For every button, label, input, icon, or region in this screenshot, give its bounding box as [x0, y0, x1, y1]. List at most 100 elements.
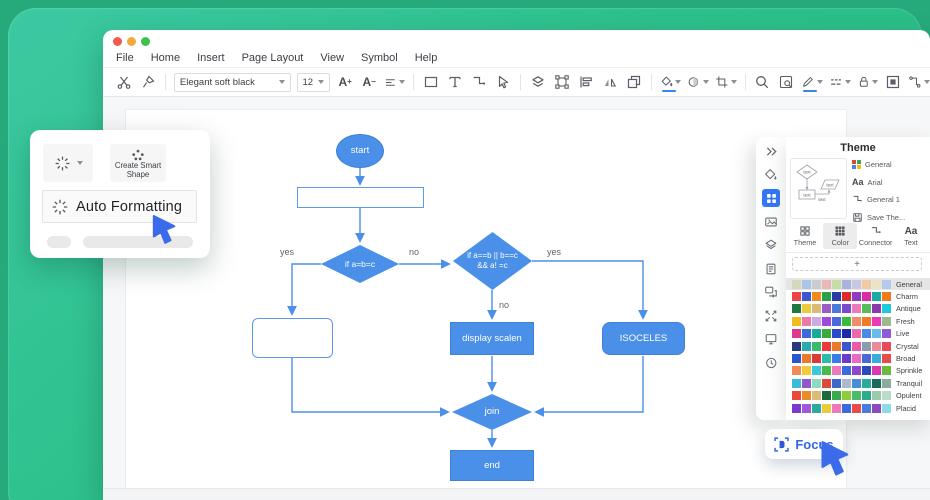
color-swatch: [842, 391, 851, 401]
frame-icon[interactable]: [884, 71, 902, 93]
color-swatch: [842, 354, 851, 364]
menu-page-layout[interactable]: Page Layout: [241, 51, 304, 64]
palette-name: Sprinkle: [896, 366, 923, 376]
theme-connector-row[interactable]: General 1: [852, 193, 928, 206]
color-swatch: [862, 279, 871, 289]
menu-file[interactable]: File: [116, 51, 134, 64]
color-swatch: [882, 329, 891, 339]
theme-font-row[interactable]: Aa Arial: [852, 177, 883, 187]
color-swatch: [872, 304, 881, 314]
palette-row-opulent[interactable]: Opulent: [786, 390, 930, 402]
color-swatch: [842, 378, 851, 388]
palette-row-general[interactable]: General: [786, 278, 930, 291]
color-swatch: [852, 391, 861, 401]
line-color-icon[interactable]: [801, 71, 824, 93]
tab-connector[interactable]: Connector: [859, 223, 893, 249]
color-swatch: [862, 304, 871, 314]
auto-formatting-button[interactable]: Auto Formatting: [42, 190, 197, 223]
fill-style-icon[interactable]: [762, 166, 780, 184]
palette-row-tranquil[interactable]: Tranquil: [786, 377, 930, 389]
focus-button[interactable]: Focus: [765, 429, 843, 459]
menu-home[interactable]: Home: [150, 51, 181, 64]
increase-font-icon[interactable]: A+: [338, 75, 352, 89]
color-swatch: [872, 366, 881, 376]
flip-icon[interactable]: [601, 71, 619, 93]
color-swatch: [802, 391, 811, 401]
auto-format-dropdown-button[interactable]: [43, 144, 93, 182]
zoom-window-button[interactable]: [141, 37, 150, 46]
cut-icon[interactable]: [115, 71, 133, 93]
picture-panel-icon[interactable]: [762, 213, 780, 231]
group-icon[interactable]: [553, 71, 571, 93]
shape-rectangle-icon[interactable]: [422, 71, 440, 93]
color-swatch: [792, 292, 801, 302]
palette-row-antique[interactable]: Antique: [786, 303, 930, 315]
collapse-panel-icon[interactable]: [762, 142, 780, 160]
text-align-icon[interactable]: [384, 71, 405, 93]
color-swatch: [822, 279, 831, 289]
tab-color[interactable]: Color: [823, 223, 858, 249]
add-color-scheme-button[interactable]: +: [792, 257, 922, 271]
color-swatch: [862, 391, 871, 401]
notes-panel-icon[interactable]: [762, 260, 780, 278]
toolbar-separator: [650, 74, 652, 90]
line-style-icon[interactable]: [829, 71, 851, 93]
minimize-window-button[interactable]: [127, 37, 136, 46]
text-tool-icon[interactable]: [446, 71, 464, 93]
menu-insert[interactable]: Insert: [197, 51, 225, 64]
connector-tool-icon[interactable]: [470, 71, 488, 93]
lock-icon[interactable]: [857, 71, 879, 93]
color-swatch: [862, 378, 871, 388]
theme-color-scheme-row[interactable]: General: [852, 158, 928, 171]
palette-row-live[interactable]: Live: [786, 328, 930, 340]
palette-name: Charm: [896, 292, 918, 302]
theme-preview[interactable]: text text text text: [790, 158, 847, 219]
palette-row-fresh[interactable]: Fresh: [786, 315, 930, 327]
connector-style-icon[interactable]: [908, 71, 930, 93]
color-swatch: [872, 341, 881, 351]
find-replace-icon[interactable]: [777, 71, 795, 93]
palette-name: Antique: [896, 304, 921, 314]
svg-text:text: text: [803, 170, 811, 175]
menu-symbol[interactable]: Symbol: [361, 51, 398, 64]
theme-tabs: Theme Color Connector Aa Text: [788, 223, 928, 249]
pointer-tool-icon[interactable]: [494, 71, 512, 93]
symbol-library-icon[interactable]: [529, 71, 547, 93]
format-painter-icon[interactable]: [139, 71, 157, 93]
svg-text:text: text: [818, 197, 826, 202]
color-swatch: [822, 341, 831, 351]
close-window-button[interactable]: [113, 37, 122, 46]
palette-row-placid[interactable]: Placid: [786, 402, 930, 414]
layers-panel-icon[interactable]: [762, 236, 780, 254]
color-swatch: [832, 341, 841, 351]
theme-panel-icon[interactable]: [762, 189, 780, 207]
palette-row-sprinkle[interactable]: Sprinkle: [786, 365, 930, 377]
create-smart-shape-button[interactable]: Create Smart Shape: [110, 144, 166, 182]
color-swatch: [792, 354, 801, 364]
palette-row-charm[interactable]: Charm: [786, 290, 930, 302]
palette-row-crystal[interactable]: Crystal: [786, 340, 930, 352]
menu-view[interactable]: View: [320, 51, 345, 64]
drawing-page[interactable]: [125, 109, 847, 490]
presentation-panel-icon[interactable]: [762, 330, 780, 348]
shadow-icon[interactable]: [687, 71, 709, 93]
crop-icon[interactable]: [715, 71, 737, 93]
bring-to-front-icon[interactable]: [625, 71, 643, 93]
font-size-select[interactable]: 12: [296, 72, 331, 92]
zoom-search-icon[interactable]: [753, 71, 771, 93]
image-replace-panel-icon[interactable]: [762, 283, 780, 301]
save-theme-row[interactable]: Save The...: [852, 211, 928, 224]
tab-text[interactable]: Aa Text: [904, 225, 918, 247]
history-panel-icon[interactable]: [762, 354, 780, 372]
menu-help[interactable]: Help: [414, 51, 438, 64]
tab-theme[interactable]: Theme: [788, 223, 822, 249]
fill-color-icon[interactable]: [660, 71, 682, 93]
titlebar[interactable]: [103, 30, 930, 48]
chevron-down-icon: [76, 161, 83, 165]
decrease-font-icon[interactable]: A−: [362, 75, 376, 89]
align-objects-icon[interactable]: [577, 71, 595, 93]
font-select[interactable]: Elegant soft black: [173, 72, 291, 92]
expand-panel-icon[interactable]: [762, 307, 780, 325]
palette-row-broad[interactable]: Broad: [786, 352, 930, 364]
